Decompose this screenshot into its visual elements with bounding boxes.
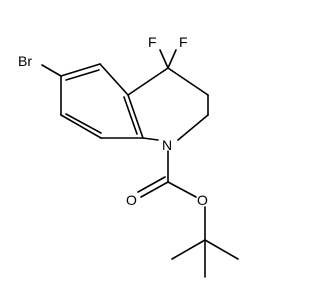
bond-c-o-double-2 [137, 176, 166, 193]
bond-c4-c3 [167, 67, 209, 96]
boc-group [137, 176, 239, 278]
double-bond-c5-c6 [65, 69, 100, 81]
bond-ctert-me1 [171, 239, 206, 260]
atom-o-carbonyl: O [126, 192, 137, 208]
bond-c4a-c5 [99, 63, 129, 96]
bond-n-c8a [142, 137, 159, 141]
molecule-structure: Br F F N O O [18, 34, 239, 278]
bond-c2-n [177, 114, 209, 141]
benzene-ring [60, 63, 144, 139]
bond-c5-c6 [60, 63, 101, 77]
double-bond-c8a-c4a [123, 96, 138, 135]
atom-f2: F [179, 34, 188, 50]
bond-c8a-c4a [127, 94, 144, 139]
bond-c7-c8 [60, 114, 102, 139]
bond-c-o-double-1 [140, 181, 169, 198]
bond-c6-br [41, 64, 62, 77]
saturated-ring [127, 67, 209, 141]
atom-o-ester: O [197, 192, 208, 208]
bond-c-o-ester [167, 181, 197, 198]
atom-br: Br [18, 53, 32, 69]
bond-ctert-me2 [204, 239, 239, 260]
double-bond-c7-c8 [65, 113, 102, 134]
bond-c4-f1 [159, 49, 169, 69]
atom-n: N [162, 137, 172, 153]
bond-c4-f2 [167, 49, 177, 69]
bond-c4a-c4 [127, 67, 169, 96]
atom-f1: F [148, 34, 157, 50]
